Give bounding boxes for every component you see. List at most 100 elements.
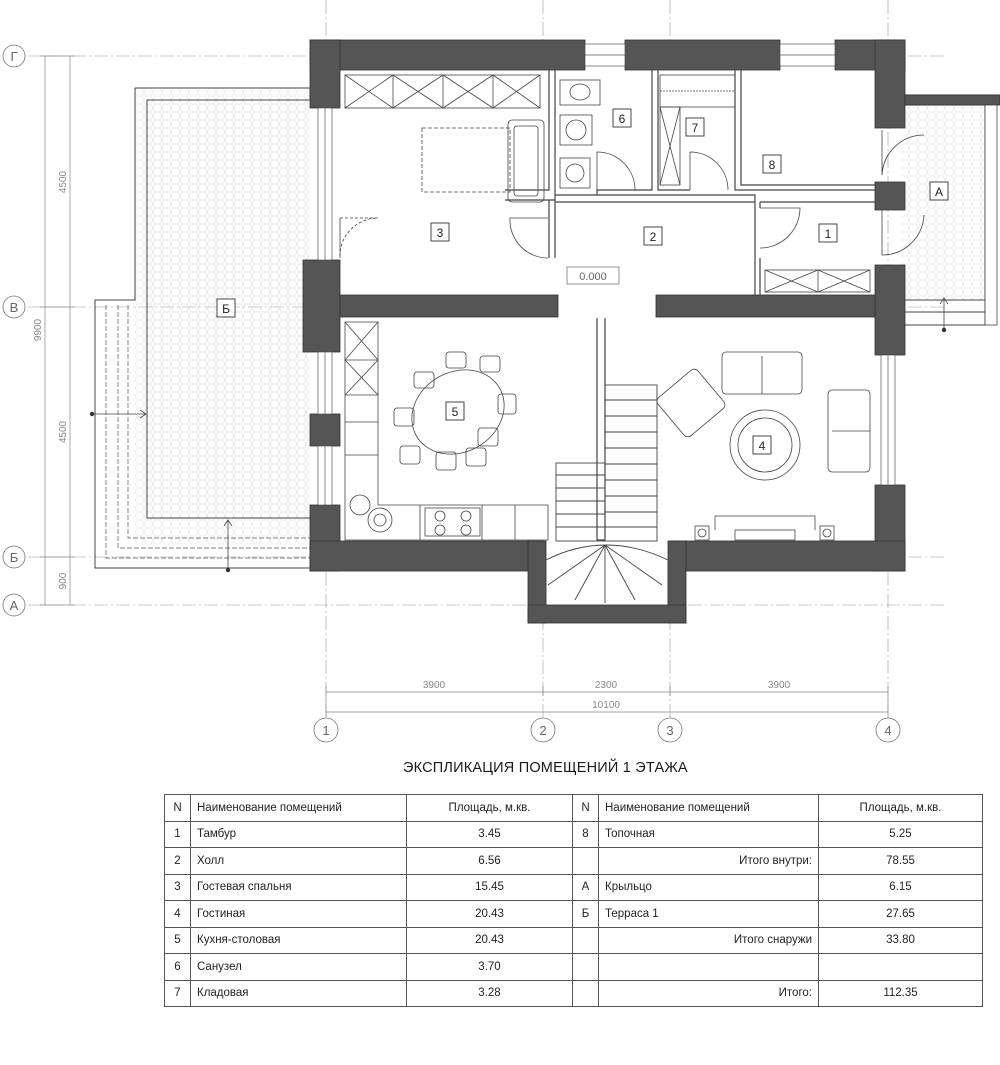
row-n: 7 — [164, 979, 191, 1007]
header-name: Наименование помещений — [190, 794, 407, 822]
grid-label-row: В — [10, 300, 19, 315]
floor-plan: Г В Б А 1 2 3 4 4500 9900 4500 900 — [2, 0, 1000, 743]
row-n — [572, 953, 599, 981]
row-name: Терраса 1 — [598, 900, 819, 928]
header-area: Площадь, м.кв. — [818, 794, 983, 822]
table-row: 3 Гостевая спальня 15.45 А Крыльцо 6.15 — [164, 873, 983, 901]
grid-label-row: Б — [10, 550, 19, 565]
room-tag-terrace: Б — [222, 302, 230, 316]
room-tag-5: 5 — [452, 405, 459, 419]
row-n — [572, 979, 599, 1007]
row-name: Крыльцо — [598, 873, 819, 901]
room-tags — [216, 108, 949, 455]
row-name — [598, 953, 819, 981]
room-tag-1: 1 — [825, 227, 832, 241]
room-tag-4: 4 — [759, 439, 766, 453]
table-row: 1 Тамбур 3.45 8 Топочная 5.25 — [164, 820, 983, 848]
room-tag-8: 8 — [769, 158, 776, 172]
pantry-shelving — [659, 74, 736, 186]
row-n: Б — [572, 900, 599, 928]
explication-table: N Наименование помещений Площадь, м.кв. … — [164, 794, 983, 1007]
row-n — [572, 847, 599, 875]
row-area: 20.43 — [406, 900, 573, 928]
row-area: 6.56 — [406, 847, 573, 875]
dimension-text: 10100 — [592, 700, 620, 711]
grid-bubbles-cols — [313, 717, 901, 743]
row-name: Топочная — [598, 820, 819, 848]
row-name: Итого снаружи — [598, 926, 819, 954]
room-tag-6: 6 — [619, 112, 626, 126]
grid-label-col: 4 — [884, 723, 891, 738]
row-area: 3.70 — [406, 953, 573, 981]
dimension-text: 900 — [58, 572, 69, 589]
dimension-text: 4500 — [58, 420, 69, 443]
grid-bubbles-rows — [2, 44, 26, 617]
row-area: 3.45 — [406, 820, 573, 848]
row-area: 33.80 — [818, 926, 983, 954]
row-area: 112.35 — [818, 979, 983, 1007]
level-mark: 0.000 — [579, 271, 607, 283]
row-name: Итого: — [598, 979, 819, 1007]
staircase — [545, 384, 669, 605]
porch — [902, 94, 1000, 333]
row-name: Гостевая спальня — [190, 873, 407, 901]
row-name: Гостиная — [190, 900, 407, 928]
grid-label-row: А — [10, 598, 19, 613]
bedroom-furniture — [344, 74, 545, 203]
header-area: Площадь, м.кв. — [406, 794, 573, 822]
windows — [317, 43, 896, 506]
row-area: 15.45 — [406, 873, 573, 901]
row-n: 1 — [164, 820, 191, 848]
room-tag-porch: А — [935, 185, 943, 199]
level-mark-box — [566, 266, 620, 285]
grid-label-row: Г — [10, 49, 17, 64]
explication-title: ЭКСПЛИКАЦИЯ ПОМЕЩЕНИЙ 1 ЭТАЖА — [403, 760, 688, 776]
table-row: 4 Гостиная 20.43 Б Терраса 1 27.65 — [164, 900, 983, 928]
row-area: 5.25 — [818, 820, 983, 848]
row-name: Итого внутри: — [598, 847, 819, 875]
dimension-text: 9900 — [33, 318, 44, 341]
row-n: 6 — [164, 953, 191, 981]
header-name: Наименование помещений — [598, 794, 819, 822]
row-name: Тамбур — [190, 820, 407, 848]
row-n: 8 — [572, 820, 599, 848]
row-area: 20.43 — [406, 926, 573, 954]
room-tag-2: 2 — [650, 230, 657, 244]
header-n: N — [164, 794, 191, 822]
bathroom-fixtures — [559, 79, 601, 189]
header-n: N — [572, 794, 599, 822]
row-area: 6.15 — [818, 873, 983, 901]
row-area: 3.28 — [406, 979, 573, 1007]
room-tag-3: 3 — [437, 226, 444, 240]
door-swings — [339, 130, 925, 259]
row-n: 2 — [164, 847, 191, 875]
row-area — [818, 953, 983, 981]
kitchen-furniture — [344, 321, 549, 541]
walls — [302, 39, 1000, 624]
grid-label-col: 2 — [539, 723, 546, 738]
dining-set — [393, 351, 517, 471]
table-row: 5 Кухня-столовая 20.43 Итого снаружи 33.… — [164, 926, 983, 954]
row-n: 3 — [164, 873, 191, 901]
row-name: Кладовая — [190, 979, 407, 1007]
terrace — [89, 87, 311, 573]
dimension-text: 3900 — [768, 680, 791, 691]
row-n: А — [572, 873, 599, 901]
row-n: 4 — [164, 900, 191, 928]
dimension-text: 4500 — [58, 170, 69, 193]
dimension-lines-bottom — [325, 686, 889, 716]
vestibule-cabinet — [764, 269, 871, 293]
table-row: 2 Холл 6.56 Итого внутри: 78.55 — [164, 847, 983, 875]
grid-label-col: 1 — [322, 723, 329, 738]
row-n: 5 — [164, 926, 191, 954]
dimension-text: 3900 — [423, 680, 446, 691]
row-n — [572, 926, 599, 954]
table-row: 6 Санузел 3.70 — [164, 953, 983, 981]
table-row: 7 Кладовая 3.28 Итого: 112.35 — [164, 979, 983, 1007]
grid-label-col: 3 — [666, 723, 673, 738]
row-area: 27.65 — [818, 900, 983, 928]
dimension-text: 2300 — [595, 680, 618, 691]
row-name: Санузел — [190, 953, 407, 981]
row-name: Кухня-столовая — [190, 926, 407, 954]
row-area: 78.55 — [818, 847, 983, 875]
